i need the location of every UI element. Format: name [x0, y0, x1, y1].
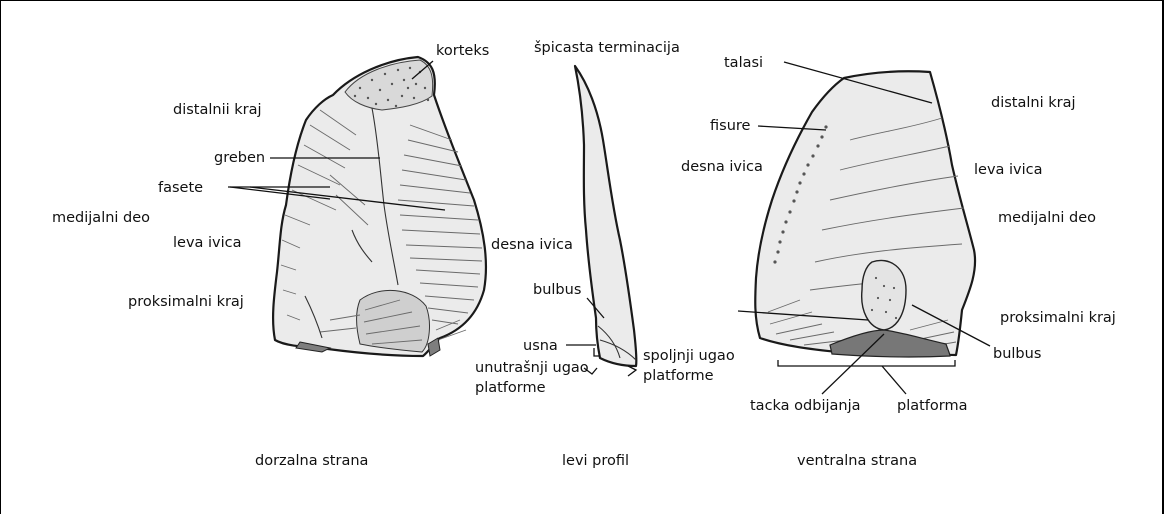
label-korteks: korteks: [436, 43, 489, 59]
label-desna-ivica-dorsal: desna ivica: [491, 237, 573, 253]
label-proksimalni-kraj-dorsal: proksimalni kraj: [128, 294, 244, 310]
caption-profile: levi profil: [562, 453, 629, 469]
label-usna: usna: [523, 338, 558, 354]
label-unutrasnji-ugao-line1: unutrašnji ugao: [475, 360, 589, 376]
label-medijalni-deo-ventral: medijalni deo: [998, 210, 1096, 226]
label-bulbus-profile: bulbus: [533, 282, 581, 298]
label-medijalni-deo-dorsal: medijalni deo: [52, 210, 150, 226]
label-distalni-kraj-ventral: distalni kraj: [991, 95, 1076, 111]
caption-ventral: ventralna strana: [797, 453, 917, 469]
caption-dorsal: dorzalna strana: [255, 453, 368, 469]
dorsal-view-illustration: [273, 57, 486, 356]
label-spoljnji-ugao-line2: platforme: [643, 368, 714, 384]
label-desna-ivica-ventral: desna ivica: [681, 159, 763, 175]
label-spicasta-terminacija: špicasta terminacija: [534, 40, 680, 56]
label-fasete: fasete: [158, 180, 203, 196]
label-tacka-odbijanja: tacka odbijanja: [750, 398, 861, 414]
profile-view-illustration: [575, 66, 636, 366]
label-unutrasnji-ugao-line2: platforme: [475, 380, 546, 396]
label-fisure: fisure: [710, 118, 751, 134]
label-platforma: platforma: [897, 398, 968, 414]
label-leva-ivica-dorsal: leva ivica: [173, 235, 242, 251]
label-greben: greben: [214, 150, 265, 166]
label-distalni-kraj-dorsal: distalnii kraj: [173, 102, 262, 118]
label-talasi: talasi: [724, 55, 763, 71]
label-spoljnji-ugao-line1: spoljnji ugao: [643, 348, 735, 364]
label-bulbus-ventral: bulbus: [993, 346, 1041, 362]
label-leva-ivica-ventral: leva ivica: [974, 162, 1043, 178]
label-proksimalni-kraj-ventral: proksimalni kraj: [1000, 310, 1116, 326]
view-captions: dorzalna strana levi profil ventralna st…: [255, 453, 917, 469]
